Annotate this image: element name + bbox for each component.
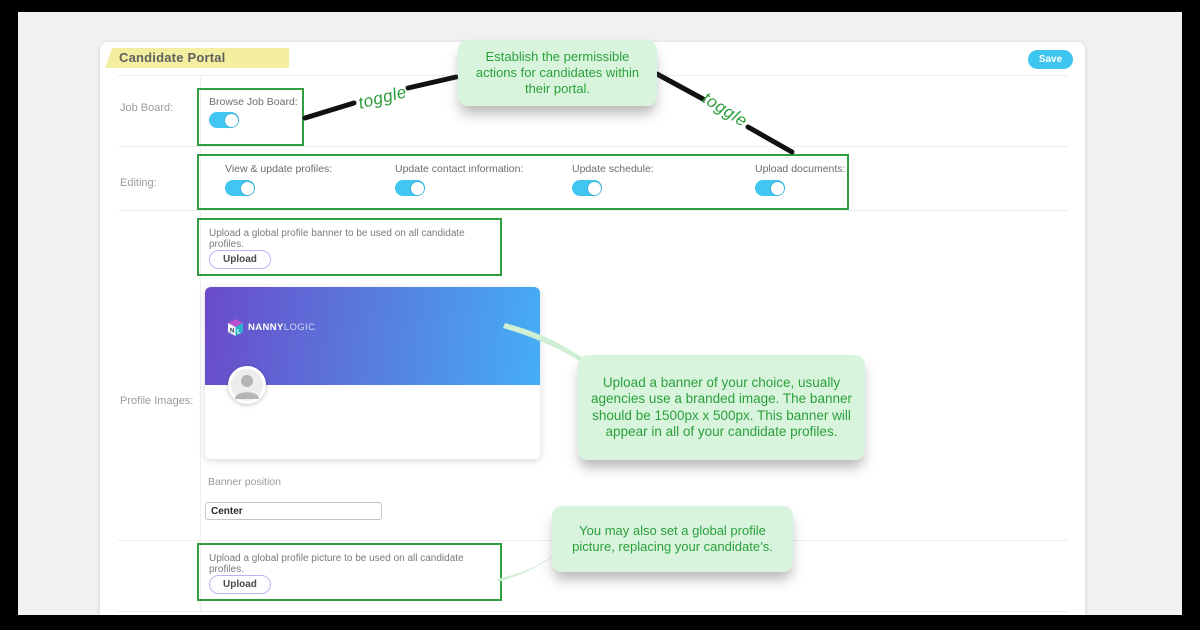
brand-name: NANNYLOGIC — [248, 322, 315, 333]
update-schedule-toggle[interactable] — [572, 180, 602, 196]
avatar-placeholder — [228, 366, 266, 404]
brand-name-light: LOGIC — [283, 322, 316, 333]
divider — [118, 146, 1068, 147]
divider — [118, 210, 1068, 211]
callout-text: Upload a banner of your choice, usually … — [591, 374, 852, 439]
job-board-annotation-box — [197, 88, 304, 146]
svg-text:L: L — [237, 330, 241, 336]
editing-row-label: Editing: — [120, 177, 157, 189]
profile-images-row-label: Profile Images: — [120, 395, 194, 407]
nannylogic-cube-icon: N L — [228, 319, 243, 336]
update-contact-info-label: Update contact information: — [395, 163, 524, 175]
person-icon — [235, 375, 259, 399]
banner-position-select[interactable] — [205, 502, 382, 520]
banner-upload-button[interactable]: Upload — [209, 250, 271, 269]
picture-upload-annotation-box — [197, 543, 502, 601]
banner-image — [205, 287, 540, 385]
banner-position-label: Banner position — [208, 476, 281, 488]
svg-text:N: N — [230, 329, 234, 335]
callout-text: Establish the permissible actions for ca… — [475, 49, 640, 96]
page-title: Candidate Portal — [119, 50, 226, 65]
brand-name-bold: NANNY — [248, 322, 284, 333]
brand-logo: N L NANNYLOGIC — [228, 319, 315, 336]
column-divider — [200, 76, 201, 611]
callout-text: You may also set a global profile pictur… — [572, 523, 773, 554]
callout-banner-info: Upload a banner of your choice, usually … — [578, 355, 865, 460]
banner-upload-annotation-box — [197, 218, 502, 276]
picture-upload-description: Upload a global profile picture to be us… — [209, 553, 464, 575]
editing-annotation-box — [197, 154, 849, 210]
title-highlight — [105, 48, 289, 68]
update-contact-info-toggle[interactable] — [395, 180, 425, 196]
callout-picture-info: You may also set a global profile pictur… — [552, 506, 793, 572]
browse-job-board-label: Browse Job Board: — [209, 96, 298, 108]
banner-preview: N L NANNYLOGIC — [205, 287, 540, 459]
callout-permissible-actions: Establish the permissible actions for ca… — [458, 40, 657, 106]
view-update-profiles-toggle[interactable] — [225, 180, 255, 196]
update-schedule-label: Update schedule: — [572, 163, 654, 175]
divider — [118, 611, 1068, 612]
upload-documents-label: Upload documents: — [755, 163, 846, 175]
upload-documents-toggle[interactable] — [755, 180, 785, 196]
picture-upload-button[interactable]: Upload — [209, 575, 271, 594]
banner-upload-description: Upload a global profile banner to be use… — [209, 228, 465, 250]
job-board-row-label: Job Board: — [120, 102, 174, 114]
view-update-profiles-label: View & update profiles: — [225, 163, 333, 175]
save-button[interactable]: Save — [1028, 50, 1073, 69]
browse-job-board-toggle[interactable] — [209, 112, 239, 128]
